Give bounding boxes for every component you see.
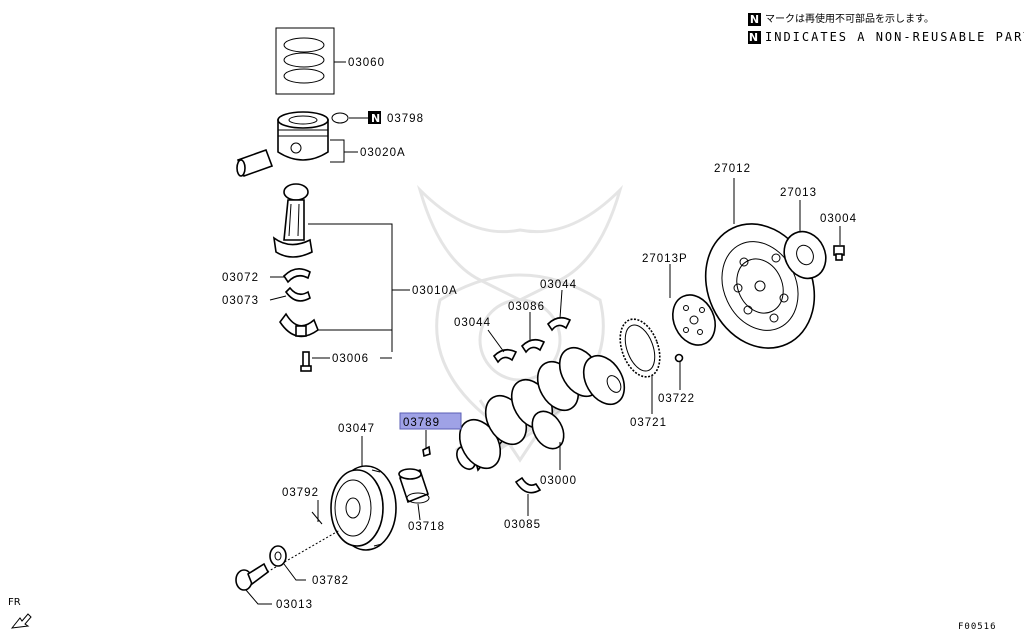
- non-reusable-mark-letter: N: [371, 112, 380, 125]
- flywheel-bolt-part[interactable]: [833, 245, 845, 261]
- non-reusable-mark-icon-en: N: [748, 31, 761, 44]
- label-03020a[interactable]: 03020A: [360, 147, 406, 159]
- piston-part[interactable]: [236, 111, 329, 178]
- main-bearing-right-part[interactable]: [546, 316, 572, 332]
- label-03004[interactable]: 03004: [820, 213, 857, 225]
- figure-code: F00516: [958, 622, 997, 632]
- label-03006[interactable]: 03006: [332, 353, 369, 365]
- snap-ring-part[interactable]: [331, 112, 349, 124]
- conrod-lower-bearing-part[interactable]: [284, 286, 311, 302]
- connecting-rod-part[interactable]: [272, 183, 313, 258]
- label-03792[interactable]: 03792: [282, 487, 319, 499]
- main-bearing-upper-part[interactable]: [492, 348, 518, 364]
- lower-main-bearing-part[interactable]: [514, 476, 542, 494]
- label-03086[interactable]: 03086: [508, 301, 545, 313]
- legend-japanese-note: N マークは再使用不可部品を示します。: [748, 10, 934, 26]
- ring-screw-part[interactable]: [674, 353, 684, 363]
- label-27013[interactable]: 27013: [780, 187, 817, 199]
- non-reusable-mark-icon: N: [748, 12, 761, 26]
- label-03722[interactable]: 03722: [658, 393, 695, 405]
- legend-japanese-text: マークは再使用不可部品を示します。: [765, 14, 934, 25]
- label-03060[interactable]: 03060: [348, 57, 385, 69]
- label-03072[interactable]: 03072: [222, 272, 259, 284]
- pulley-bolt-part[interactable]: [235, 562, 270, 591]
- label-03000[interactable]: 03000: [540, 475, 577, 487]
- crankshaft-part[interactable]: [451, 340, 632, 475]
- label-03044-left[interactable]: 03044: [454, 317, 491, 329]
- label-03782[interactable]: 03782: [312, 575, 349, 587]
- legend-english-note: N INDICATES A NON-REUSABLE PART.: [748, 30, 1024, 44]
- piston-rings-part[interactable]: [275, 27, 335, 95]
- label-03789[interactable]: 03789: [403, 417, 440, 429]
- front-direction-label: FR: [8, 597, 21, 608]
- highlight-03789: [399, 412, 462, 430]
- crank-sprocket-spacer-part[interactable]: [398, 468, 430, 504]
- legend-english-text: INDICATES A NON-REUSABLE PART.: [765, 30, 1024, 44]
- conrod-bolt-part[interactable]: [300, 351, 312, 372]
- label-03010a[interactable]: 03010A: [412, 285, 458, 297]
- pulley-washer-part[interactable]: [269, 545, 287, 567]
- thrust-bearing-part[interactable]: [520, 338, 546, 354]
- front-direction-arrow-icon: [10, 613, 32, 629]
- woodruff-key-part[interactable]: [422, 445, 431, 458]
- label-03721[interactable]: 03721: [630, 417, 667, 429]
- label-03798[interactable]: 03798: [387, 113, 424, 125]
- label-03085[interactable]: 03085: [504, 519, 541, 531]
- crank-pulley-part[interactable]: [330, 465, 397, 551]
- spacer-plate-part[interactable]: [665, 288, 723, 352]
- adapter-plate-part[interactable]: [777, 225, 834, 285]
- signal-ring-part[interactable]: [613, 314, 667, 383]
- label-27013p[interactable]: 27013P: [642, 253, 688, 265]
- label-27012[interactable]: 27012: [714, 163, 751, 175]
- label-03718[interactable]: 03718: [408, 521, 445, 533]
- label-03073[interactable]: 03073: [222, 295, 259, 307]
- conrod-cap-part[interactable]: [279, 312, 319, 338]
- non-reusable-mark: [368, 111, 381, 124]
- label-03044-right[interactable]: 03044: [540, 279, 577, 291]
- label-03047[interactable]: 03047: [338, 423, 375, 435]
- label-03013[interactable]: 03013: [276, 599, 313, 611]
- conrod-upper-bearing-part[interactable]: [282, 268, 311, 284]
